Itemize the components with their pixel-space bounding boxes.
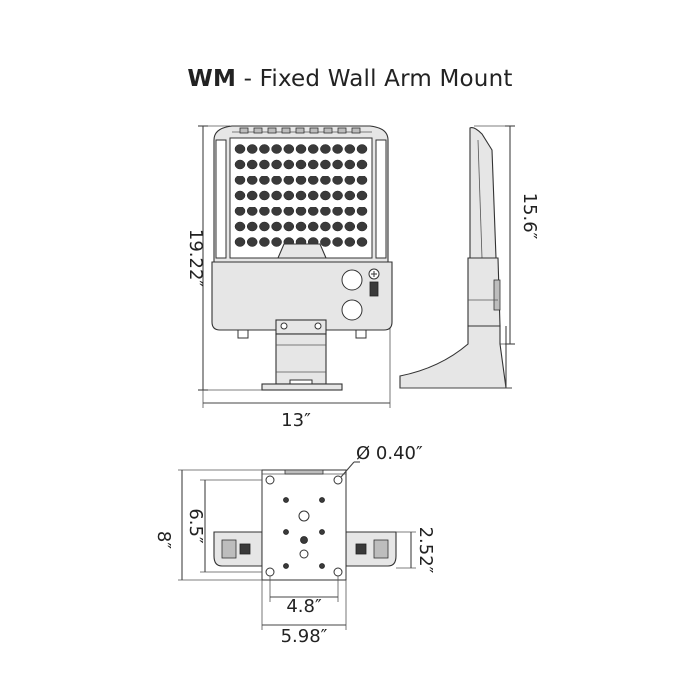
led-lens xyxy=(246,190,258,201)
led-lens xyxy=(332,221,343,232)
mounting-hole xyxy=(333,475,343,485)
led-lens xyxy=(234,237,246,247)
front-view: 19.22″ 13″ xyxy=(185,125,393,431)
led-lens xyxy=(295,221,307,232)
led-lens xyxy=(295,144,307,154)
led-lens xyxy=(246,237,258,247)
led-lens xyxy=(332,206,343,216)
led-lens xyxy=(307,159,319,170)
led-lens xyxy=(271,221,282,232)
plate-height-label: 8″ xyxy=(153,531,174,549)
led-lens xyxy=(259,175,270,185)
led-lens xyxy=(307,221,319,232)
side-height-label: 15.6″ xyxy=(519,193,540,240)
led-lens xyxy=(234,144,246,154)
led-lens xyxy=(283,175,295,185)
led-lens xyxy=(271,159,282,170)
led-lens xyxy=(295,159,307,170)
led-lens xyxy=(259,144,270,154)
title-separator: - xyxy=(236,66,260,92)
led-lens xyxy=(320,175,331,185)
led-lens xyxy=(307,206,319,216)
page-title: WM - Fixed Wall Arm Mount xyxy=(0,66,700,92)
led-lens xyxy=(234,175,246,185)
led-lens xyxy=(295,175,307,185)
plate-width-label: 5.98″ xyxy=(281,626,328,647)
led-lens xyxy=(234,159,246,170)
led-lens xyxy=(246,206,258,216)
model-code: WM xyxy=(187,66,237,92)
led-lens xyxy=(320,144,331,154)
led-lens xyxy=(320,206,331,216)
led-lens xyxy=(344,144,356,154)
led-lens xyxy=(283,221,295,232)
led-lens xyxy=(246,175,258,185)
led-lens xyxy=(356,221,368,232)
led-lens xyxy=(344,190,356,201)
led-lens xyxy=(344,237,356,247)
led-lens xyxy=(356,190,368,201)
led-lens xyxy=(271,175,282,185)
led-lens xyxy=(344,206,356,216)
led-lens xyxy=(259,206,270,216)
led-array xyxy=(232,144,370,247)
front-width-label: 13″ xyxy=(281,410,311,431)
led-lens xyxy=(356,159,368,170)
led-lens xyxy=(271,206,282,216)
mounting-hole xyxy=(265,567,275,577)
led-lens xyxy=(246,159,258,170)
led-lens xyxy=(344,175,356,185)
led-lens xyxy=(332,190,343,201)
led-lens xyxy=(246,221,258,232)
led-lens xyxy=(283,159,295,170)
hole-diameter-label: Ø 0.40″ xyxy=(356,443,423,464)
led-lens xyxy=(283,206,295,216)
led-lens xyxy=(320,221,331,232)
hole-spacing-label: 4.8″ xyxy=(286,596,322,617)
led-lens xyxy=(320,237,331,247)
led-lens xyxy=(320,159,331,170)
led-lens xyxy=(283,190,295,201)
photocell-icon xyxy=(341,269,363,291)
led-lens xyxy=(246,144,258,154)
led-lens xyxy=(344,159,356,170)
led-lens xyxy=(307,175,319,185)
plate-view: Ø 0.40″ 8″ 6.5″ 2.52″ 4.8″ 5.98″ xyxy=(153,443,436,647)
led-lens xyxy=(271,237,282,247)
front-height-label: 19.22″ xyxy=(185,229,206,288)
led-lens xyxy=(332,237,343,247)
led-lens xyxy=(307,190,319,201)
led-lens xyxy=(356,144,368,154)
led-lens xyxy=(234,190,246,201)
title-description: Fixed Wall Arm Mount xyxy=(259,66,513,92)
side-view: 15.6″ xyxy=(399,125,540,389)
led-lens xyxy=(295,206,307,216)
led-lens xyxy=(295,190,307,201)
led-lens xyxy=(271,190,282,201)
fixture-depth-label: 2.52″ xyxy=(415,527,436,574)
led-lens xyxy=(307,144,319,154)
led-lens xyxy=(356,237,368,247)
led-lens xyxy=(332,175,343,185)
mounting-hole xyxy=(333,567,343,577)
led-lens xyxy=(271,144,282,154)
inner-height-label: 6.5″ xyxy=(185,508,206,544)
led-lens xyxy=(320,190,331,201)
top-fins xyxy=(239,127,361,134)
led-lens xyxy=(259,190,270,201)
led-lens xyxy=(259,159,270,170)
mounting-hole xyxy=(265,475,275,485)
led-lens xyxy=(234,221,246,232)
led-lens xyxy=(234,206,246,216)
led-lens xyxy=(259,221,270,232)
led-lens xyxy=(259,237,270,247)
led-lens xyxy=(356,206,368,216)
sensor-icon xyxy=(341,299,363,321)
led-lens xyxy=(356,175,368,185)
led-lens xyxy=(332,159,343,170)
led-lens xyxy=(332,144,343,154)
led-lens xyxy=(283,144,295,154)
led-lens xyxy=(344,221,356,232)
